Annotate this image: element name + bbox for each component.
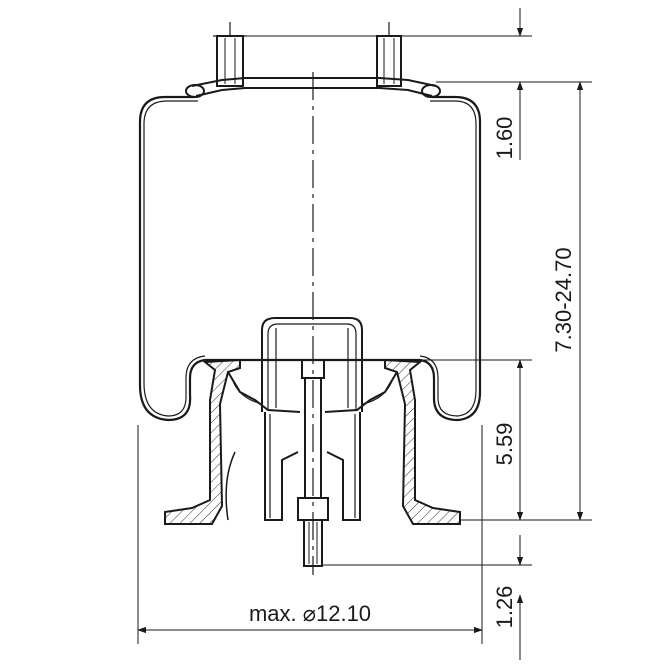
piston-right-wall: [384, 358, 461, 525]
center-bolt: [297, 359, 329, 567]
dim-label-top-height: 1.60: [492, 117, 517, 160]
left-mounting-stud: [213, 22, 247, 87]
bumper-stop: [261, 317, 363, 521]
dimension-bolt-length: 1.26: [492, 535, 524, 660]
dim-label-piston-height: 5.59: [492, 423, 517, 466]
piston-left-wall: [164, 358, 241, 525]
extension-lines: [137, 35, 592, 644]
dimension-stroke-range: 7.30-24.70: [551, 81, 584, 521]
dimension-max-diameter: max. ⌀12.10: [137, 601, 483, 634]
rubber-bellows: [138, 95, 482, 422]
right-mounting-stud: [376, 22, 402, 87]
dim-label-stroke-range: 7.30-24.70: [551, 247, 576, 352]
dim-label-max-diameter: max. ⌀12.10: [249, 601, 371, 626]
piston-inner-profile: [225, 371, 398, 521]
dimension-top-height: 1.60: [492, 8, 524, 160]
dimension-piston-height: 5.59: [492, 359, 524, 521]
dim-label-bolt-length: 1.26: [492, 586, 517, 629]
